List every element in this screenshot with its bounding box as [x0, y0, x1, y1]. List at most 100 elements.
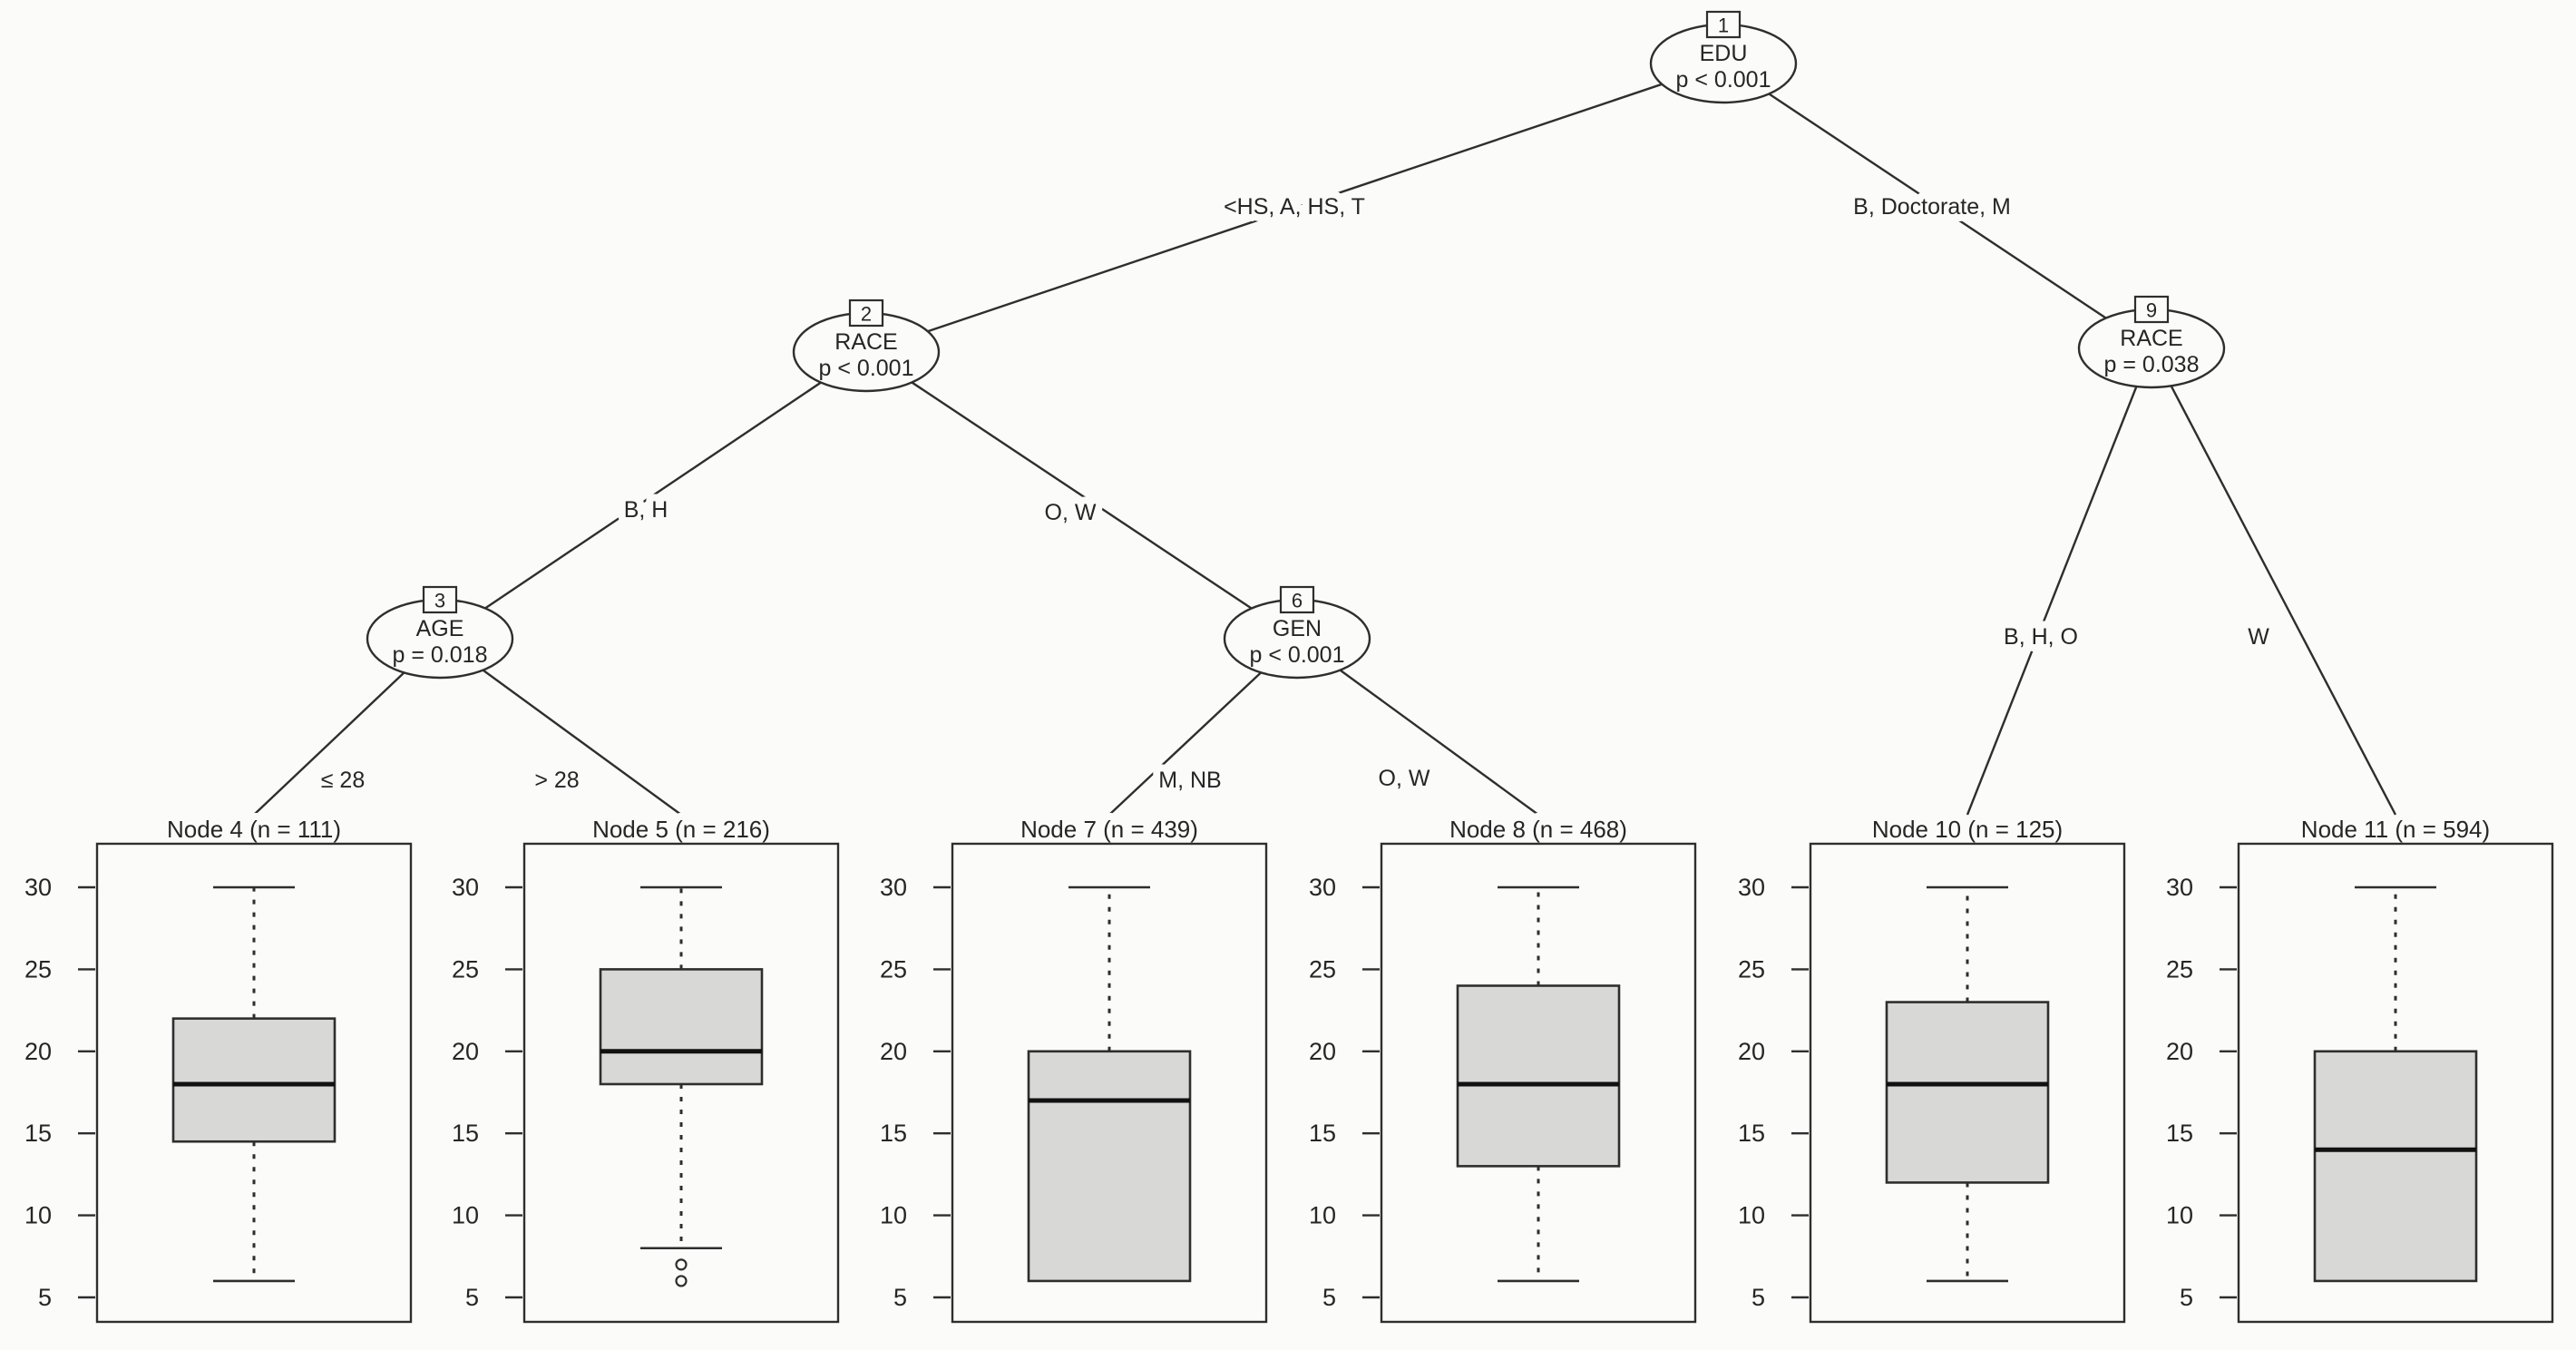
y-tick-label: 10 [1738, 1202, 1765, 1229]
node-id-badge [1279, 585, 1315, 614]
panel-y-axis: 5 10 15 20 25 30 [880, 874, 951, 1311]
split-variable-label: AGE [416, 616, 464, 641]
split-variable-label: RACE [834, 329, 897, 355]
node-id-label: 1 [1718, 15, 1729, 37]
y-tick-label: 5 [38, 1284, 52, 1311]
split-variable-label: GEN [1273, 616, 1322, 641]
y-tick-label: 5 [2180, 1284, 2193, 1311]
iqr-box [1027, 1050, 1192, 1283]
outlier-point [675, 1258, 688, 1271]
y-tick-label: 25 [452, 955, 479, 983]
y-tick-label: 20 [452, 1038, 479, 1065]
node-id-badge [1705, 10, 1742, 39]
y-tick-label: 25 [1309, 955, 1336, 983]
node-id-label: 6 [1292, 590, 1303, 612]
split-variable-label: EDU [1700, 41, 1748, 66]
edge-label-2-3: B, H [624, 497, 668, 523]
edge-2-6 [865, 351, 1298, 640]
y-tick-label: 5 [893, 1284, 907, 1311]
y-tick-label: 15 [452, 1120, 479, 1147]
y-tick-label: 25 [880, 955, 907, 983]
split-pvalue-label: p < 0.001 [1676, 67, 1771, 93]
node-id-label: 9 [2146, 299, 2157, 322]
y-tick-label: 30 [2166, 874, 2193, 901]
y-tick-label: 20 [1738, 1038, 1765, 1065]
node-id-label: 2 [861, 303, 872, 326]
y-tick-label: 20 [2166, 1038, 2193, 1065]
y-tick-label: 30 [452, 874, 479, 901]
y-tick-label: 15 [1738, 1120, 1765, 1147]
tree-edges [253, 62, 2397, 816]
y-tick-label: 10 [24, 1202, 52, 1229]
edge-label-6-node7: M, NB [1158, 768, 1221, 793]
edge-label-9-node11: W [2248, 624, 2269, 650]
panel-y-axis: 5 10 15 20 25 30 [1738, 874, 1809, 1311]
split-pvalue-label: p = 0.038 [2104, 352, 2200, 377]
edge-9-node11 [2150, 347, 2397, 816]
edge-label-9-node10: B, H, O [2004, 624, 2078, 650]
panel-title: Node 4 (n = 111) [167, 816, 341, 843]
split-pvalue-label: p < 0.001 [1250, 642, 1345, 668]
iqr-box [171, 1017, 337, 1143]
edge-label-3-node4: ≤ 28 [321, 768, 365, 793]
y-tick-label: 30 [24, 874, 52, 901]
panel-title: Node 5 (n = 216) [592, 816, 770, 843]
y-tick-label: 10 [2166, 1202, 2193, 1229]
split-variable-label: RACE [2120, 326, 2182, 351]
y-tick-label: 15 [880, 1120, 907, 1147]
edge-9-node10 [1966, 347, 2153, 816]
terminal-panel-node10: Node 10 (n = 125) 5 10 15 20 25 30 [1738, 808, 2126, 1324]
node-id-badge [422, 585, 458, 614]
terminal-panel-node7: Node 7 (n = 439) 5 10 15 20 25 30 [880, 808, 1268, 1324]
edge-label-6-node8: O, W [1379, 766, 1430, 791]
terminal-panel-node11: Node 11 (n = 594) 5 10 15 20 25 30 [2166, 808, 2554, 1324]
panel-y-axis: 5 10 15 20 25 30 [24, 874, 95, 1311]
y-tick-label: 30 [1738, 874, 1765, 901]
y-tick-label: 30 [1309, 874, 1336, 901]
split-pvalue-label: p = 0.018 [393, 642, 488, 668]
panel-title: Node 7 (n = 439) [1020, 816, 1198, 843]
y-tick-label: 15 [1309, 1120, 1336, 1147]
edge-label-3-node5: > 28 [534, 768, 579, 793]
iqr-box [599, 968, 764, 1086]
y-tick-label: 10 [880, 1202, 907, 1229]
y-tick-label: 10 [1309, 1202, 1336, 1229]
y-tick-label: 20 [1309, 1038, 1336, 1065]
y-tick-label: 5 [1751, 1284, 1765, 1311]
iqr-box [1885, 1001, 2050, 1184]
panel-frame [95, 842, 413, 1324]
panel-title: Node 10 (n = 125) [1872, 816, 2063, 843]
edge-1-9 [1722, 63, 2152, 349]
y-tick-label: 25 [2166, 955, 2193, 983]
y-tick-label: 20 [24, 1038, 52, 1065]
panel-title: Node 11 (n = 594) [2301, 816, 2490, 843]
y-tick-label: 30 [880, 874, 907, 901]
y-tick-label: 25 [1738, 955, 1765, 983]
terminal-panel-node8: Node 8 (n = 468) 5 10 15 20 25 30 [1309, 808, 1697, 1324]
panel-title: Node 8 (n = 468) [1449, 816, 1627, 843]
edge-label-1-2: <HS, A, HS, T [1224, 194, 1365, 220]
y-tick-label: 5 [1322, 1284, 1336, 1311]
panel-y-axis: 5 10 15 20 25 30 [1309, 874, 1380, 1311]
terminal-panel-node4: Node 4 (n = 111) 5 10 15 20 25 30 [24, 808, 413, 1324]
y-tick-label: 15 [24, 1120, 52, 1147]
terminal-panels: Node 4 (n = 111) 5 10 15 20 25 30 Node 5 (n = 2… [24, 808, 2554, 1324]
y-tick-label: 25 [24, 955, 52, 983]
edge-label-1-9: B, Doctorate, M [1853, 194, 2011, 220]
edge-1-2 [865, 62, 1724, 354]
node-id-badge [2133, 295, 2170, 324]
y-tick-label: 20 [880, 1038, 907, 1065]
panel-y-axis: 5 10 15 20 25 30 [2166, 874, 2237, 1311]
iqr-box [1456, 984, 1621, 1168]
y-tick-label: 15 [2166, 1120, 2193, 1147]
